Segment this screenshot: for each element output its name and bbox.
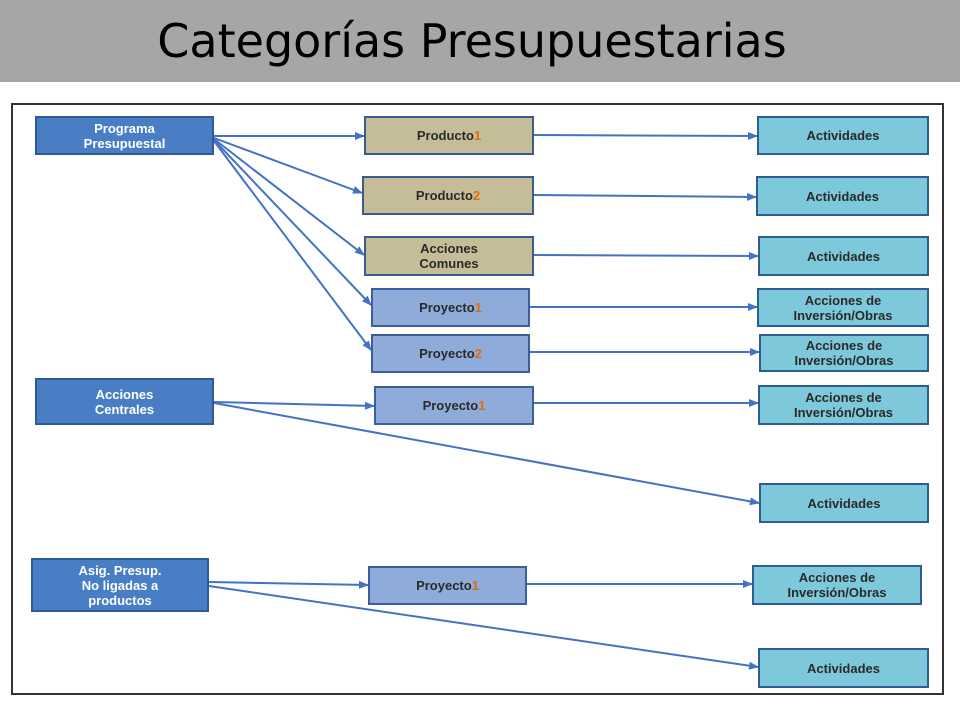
- arrow-centrales-proyecto1: [213, 401, 375, 410]
- node-acciones-comunes: Acciones Comunes: [364, 236, 534, 276]
- arrow-asig-proyecto1: [208, 580, 369, 589]
- node-actividades-5: Actividades: [758, 648, 929, 688]
- node-producto1-label: Producto: [416, 128, 474, 143]
- arrow-producto2-actividades: [533, 192, 757, 201]
- node-proyecto1-number: 1: [471, 578, 479, 593]
- node-inversion-obras-2: Acciones de Inversión/Obras: [759, 334, 929, 372]
- node-producto1-number: 1: [473, 128, 482, 143]
- node-acciones-centrales: Acciones Centrales: [35, 378, 214, 425]
- arrow-programa-acciones-comunes: [213, 138, 365, 256]
- node-inversion-obras-4: Acciones de Inversión/Obras: [752, 565, 922, 605]
- arrow-programa-proyecto1: [213, 139, 372, 306]
- slide-title: Categorías Presupuestarias: [157, 14, 787, 68]
- node-asig-presup: Asig. Presup. No ligadas a productos: [31, 558, 209, 612]
- arrow-programa-proyecto2: [213, 140, 372, 351]
- node-actividades-1: Actividades: [757, 116, 929, 155]
- arrow-centrales-actividades: [213, 402, 760, 506]
- node-proyecto1-label: Proyecto: [416, 578, 472, 593]
- node-proyecto2-number: 2: [474, 346, 482, 361]
- node-proyecto1-centrales: Proyecto 1: [374, 386, 534, 425]
- node-actividades-4: Actividades: [759, 483, 929, 523]
- node-proyecto2-label: Proyecto: [419, 346, 475, 361]
- arrow-programa-producto2: [213, 137, 363, 194]
- node-proyecto1-programa: Proyecto 1: [371, 288, 530, 327]
- arrow-asig-actividades: [208, 585, 759, 670]
- node-inversion-obras-1: Acciones de Inversión/Obras: [757, 288, 929, 327]
- arrow-acciones-comunes-actividades: [533, 251, 759, 260]
- node-proyecto1-label: Proyecto: [419, 300, 475, 315]
- node-inversion-obras-3: Acciones de Inversión/Obras: [758, 385, 929, 425]
- title-bar: Categorías Presupuestarias: [0, 0, 960, 82]
- node-programa-presupuestal: Programa Presupuestal: [35, 116, 214, 155]
- node-actividades-2: Actividades: [756, 176, 929, 216]
- node-producto2-number: 2: [472, 188, 481, 203]
- node-proyecto1-label: Proyecto: [422, 398, 479, 413]
- node-proyecto1-asig: Proyecto 1: [368, 566, 527, 605]
- arrow-producto1-actividades: [533, 131, 758, 140]
- node-producto2-label: Producto: [415, 188, 473, 203]
- node-actividades-3: Actividades: [758, 236, 929, 276]
- node-proyecto1-number: 1: [474, 300, 482, 315]
- node-proyecto1-number: 1: [478, 398, 486, 413]
